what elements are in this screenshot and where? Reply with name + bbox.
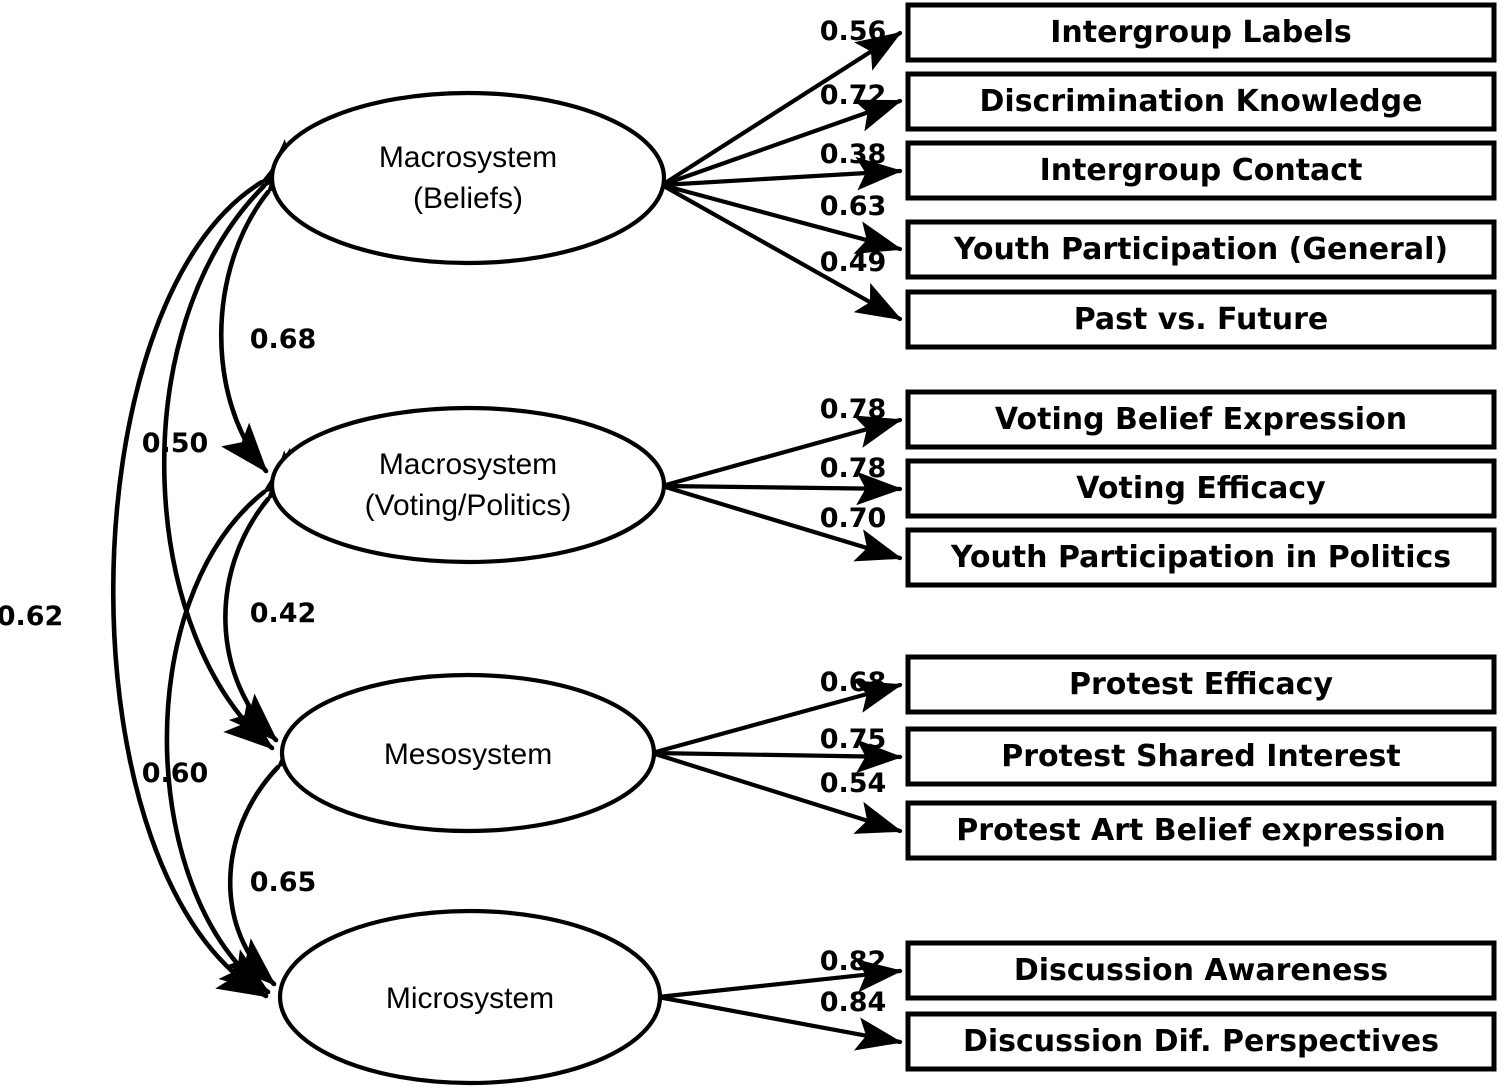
latent-label-line2: (Voting/Politics) bbox=[365, 489, 572, 522]
loading-arrow-discrimination-knowledge bbox=[659, 98, 903, 188]
indicator-box-youth-participation-politics[interactable]: Youth Participation in Politics bbox=[905, 527, 1497, 588]
latent-macro-voting[interactable]: Macrosystem (Voting/Politics) bbox=[269, 405, 667, 565]
indicator-box-label: Voting Efficacy bbox=[1076, 471, 1326, 506]
indicator-box-discussion-awareness[interactable]: Discussion Awareness bbox=[905, 940, 1497, 1001]
loading-value-intergroup-labels: 0.56 bbox=[820, 16, 887, 47]
latent-variables: Macrosystem (Beliefs) Macrosystem (Votin… bbox=[269, 90, 667, 1086]
indicator-box-label: Voting Belief Expression bbox=[995, 402, 1407, 437]
loading-arrow-intergroup-contact bbox=[659, 156, 903, 191]
indicator-box-voting-belief-expression[interactable]: Voting Belief Expression bbox=[905, 389, 1497, 450]
correlation-value-meso-micro: 0.65 bbox=[250, 867, 317, 898]
correlation-value-labels: 0.68 0.42 0.65 0.50 0.60 0.62 bbox=[0, 324, 316, 898]
indicator-box-protest-efficacy[interactable]: Protest Efficacy bbox=[905, 654, 1497, 715]
latent-label-line2: (Beliefs) bbox=[413, 182, 523, 215]
correlation-value-beliefs-meso: 0.50 bbox=[142, 428, 209, 459]
loading-arrow-protest-efficacy bbox=[649, 680, 903, 756]
loading-value-voting-belief-expression: 0.78 bbox=[820, 394, 887, 425]
indicator-box-label: Discussion Dif. Perspectives bbox=[963, 1024, 1439, 1059]
latent-macro-beliefs[interactable]: Macrosystem (Beliefs) bbox=[269, 90, 667, 266]
loading-arrow-protest-art-belief-expression bbox=[649, 750, 903, 834]
loading-arrow-voting-efficacy bbox=[659, 471, 903, 506]
indicator-box-voting-efficacy[interactable]: Voting Efficacy bbox=[905, 458, 1497, 519]
indicator-box-shape bbox=[905, 527, 1497, 588]
indicator-box-shape bbox=[905, 289, 1497, 350]
indicator-box-label: Discussion Awareness bbox=[1014, 953, 1388, 988]
loading-arrow-voting-belief-expression bbox=[659, 415, 903, 489]
correlation-value-beliefs-micro: 0.62 bbox=[0, 601, 63, 632]
loading-arrow-discussion-awareness bbox=[655, 958, 903, 1000]
correlation-value-voting-meso: 0.42 bbox=[250, 598, 317, 629]
latent-ellipse-shape bbox=[277, 908, 663, 1086]
indicator-box-protest-shared-interest[interactable]: Protest Shared Interest bbox=[905, 726, 1497, 787]
loading-arrows bbox=[649, 30, 903, 1051]
latent-mesosystem[interactable]: Mesosystem bbox=[279, 672, 657, 834]
indicator-box-youth-participation-general[interactable]: Youth Participation (General) bbox=[905, 219, 1497, 280]
latent-label-line1: Microsystem bbox=[386, 982, 554, 1015]
indicator-box-shape bbox=[905, 2, 1497, 63]
loading-value-protest-art-belief-expression: 0.54 bbox=[820, 768, 887, 799]
correlation-value-voting-micro: 0.60 bbox=[142, 758, 209, 789]
loading-value-discussion-dif-perspectives: 0.84 bbox=[820, 987, 887, 1018]
loading-value-past-vs-future: 0.49 bbox=[820, 247, 887, 278]
indicator-box-label: Discrimination Knowledge bbox=[980, 84, 1423, 119]
indicator-box-shape bbox=[905, 140, 1497, 201]
latent-microsystem[interactable]: Microsystem bbox=[277, 908, 663, 1086]
latent-label-line1: Mesosystem bbox=[384, 738, 552, 771]
indicator-box-shape bbox=[905, 940, 1497, 1001]
indicator-box-label: Youth Participation in Politics bbox=[950, 540, 1451, 575]
loading-coefficient-labels: 0.56 0.72 0.38 0.63 0.49 0.78 0.78 0.70 … bbox=[820, 16, 887, 1018]
latent-ellipse-shape bbox=[269, 90, 667, 266]
loading-value-intergroup-contact: 0.38 bbox=[820, 139, 887, 170]
loading-value-youth-participation-politics: 0.70 bbox=[820, 503, 887, 534]
latent-label-line1: Macrosystem bbox=[379, 141, 557, 174]
indicator-box-intergroup-labels[interactable]: Intergroup Labels bbox=[905, 2, 1497, 63]
indicator-box-shape bbox=[905, 71, 1497, 132]
loading-value-protest-shared-interest: 0.75 bbox=[820, 724, 887, 755]
indicator-box-label: Protest Shared Interest bbox=[1001, 739, 1401, 774]
indicator-box-protest-art-belief-expression[interactable]: Protest Art Belief expression bbox=[905, 800, 1497, 861]
indicator-box-discrimination-knowledge[interactable]: Discrimination Knowledge bbox=[905, 71, 1497, 132]
indicator-box-shape bbox=[905, 726, 1497, 787]
loading-arrow-protest-shared-interest bbox=[649, 739, 903, 774]
indicator-box-shape bbox=[905, 389, 1497, 450]
indicator-box-past-vs-future[interactable]: Past vs. Future bbox=[905, 289, 1497, 350]
indicator-box-shape bbox=[905, 219, 1497, 280]
loading-value-discussion-awareness: 0.82 bbox=[820, 946, 887, 977]
latent-label-line1: Macrosystem bbox=[379, 448, 557, 481]
loading-value-youth-participation-general: 0.63 bbox=[820, 191, 887, 222]
loading-arrow-youth-participation-general bbox=[659, 182, 903, 254]
indicator-box-label: Past vs. Future bbox=[1074, 302, 1329, 337]
indicator-box-shape bbox=[905, 458, 1497, 519]
indicator-box-shape bbox=[905, 654, 1497, 715]
loading-value-protest-efficacy: 0.68 bbox=[820, 667, 887, 698]
loading-arrow-intergroup-labels bbox=[659, 30, 903, 188]
indicator-boxes: Intergroup Labels Discrimination Knowled… bbox=[905, 2, 1497, 1072]
indicator-box-intergroup-contact[interactable]: Intergroup Contact bbox=[905, 140, 1497, 201]
loading-arrow-past-vs-future bbox=[659, 182, 903, 322]
correlation-curves bbox=[111, 139, 325, 999]
indicator-box-label: Intergroup Labels bbox=[1050, 15, 1351, 50]
indicator-box-shape bbox=[905, 1011, 1497, 1072]
loading-value-voting-efficacy: 0.78 bbox=[820, 453, 887, 484]
correlation-curve-beliefs-micro bbox=[111, 141, 313, 999]
indicator-box-label: Intergroup Contact bbox=[1040, 153, 1363, 188]
correlation-value-beliefs-voting: 0.68 bbox=[250, 324, 317, 355]
loading-value-discrimination-knowledge: 0.72 bbox=[820, 80, 887, 111]
indicator-box-label: Protest Efficacy bbox=[1069, 667, 1333, 702]
latent-ellipse-shape bbox=[269, 405, 667, 565]
loading-arrow-youth-participation-politics bbox=[659, 483, 903, 562]
indicator-box-discussion-dif-perspectives[interactable]: Discussion Dif. Perspectives bbox=[905, 1011, 1497, 1072]
loading-arrow-discussion-dif-perspectives bbox=[655, 994, 903, 1051]
indicator-box-label: Protest Art Belief expression bbox=[956, 813, 1445, 848]
indicator-box-shape bbox=[905, 800, 1497, 861]
indicator-box-label: Youth Participation (General) bbox=[953, 232, 1448, 267]
latent-ellipse-shape bbox=[279, 672, 657, 834]
